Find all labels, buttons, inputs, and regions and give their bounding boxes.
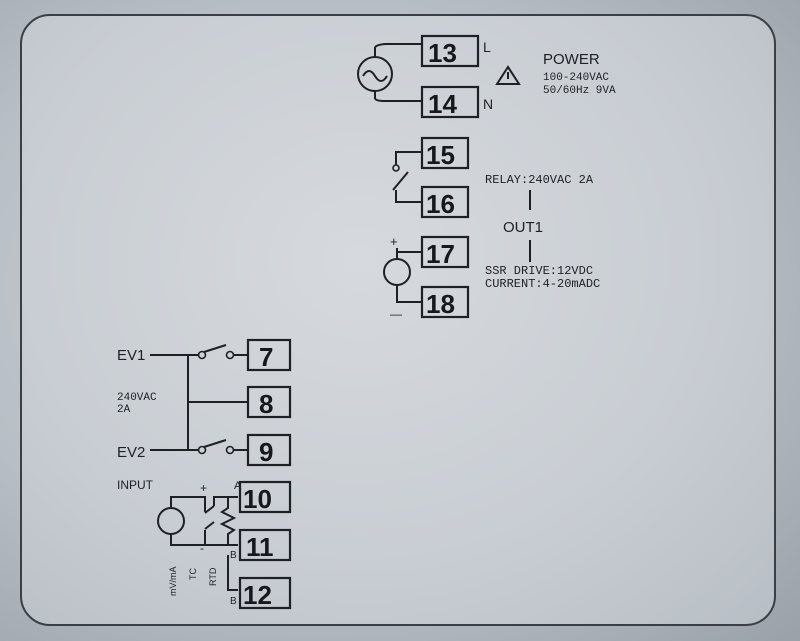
power-frequency: 50/60Hz 9VA [543,85,616,97]
power-n-label: N [483,96,493,112]
ssr-plus-sign: + [390,234,398,249]
ssr-minus-sign: — [390,307,402,321]
relay-contact-icon [392,164,400,172]
out1-section: 15 16 RELAY:240VAC 2A OUT1 17 18 + — SSR… [383,136,600,321]
input-source-icon [157,507,185,535]
wire-12 [227,555,238,591]
input-plus-sign: + [200,481,207,495]
power-voltage: 100-240VAC [543,72,609,84]
ev1-contact-icon [197,350,207,360]
event-rating-line1: 240VAC [117,392,157,404]
ssr-source-icon [383,258,411,286]
terminal-17-number: 17 [426,239,455,269]
terminal-a-label: A [234,480,242,492]
terminal-7-box [246,338,292,372]
relay-rating: RELAY:240VAC 2A [485,173,594,187]
relay-switch-icon [392,171,409,191]
input-type-rtd: RTD [208,567,218,586]
ev1-switch-icon [203,344,227,353]
terminal-7-number: 7 [259,342,273,372]
wire-15 [395,151,422,165]
terminal-panel [20,14,776,626]
wire-13 [374,43,422,57]
power-l-label: L [483,39,491,55]
ev2-label: EV2 [117,444,145,461]
terminal-8-number: 8 [259,389,273,419]
ev2-switch-icon [203,439,227,448]
terminal-8-box [246,385,292,419]
terminal-16-number: 16 [426,189,455,219]
terminal-10-box [238,480,292,514]
ev2-contact-icon [197,445,207,455]
terminal-18-number: 18 [426,289,455,319]
input-minus-sign: - [200,541,204,555]
wire-18 [396,285,422,303]
ssr-drive-rating: SSR DRIVE:12VDC [485,264,593,278]
out1-label: OUT1 [503,219,543,236]
terminal-b1-label: B [230,550,237,561]
terminal-13-box [420,34,480,68]
terminal-b2-label: B [230,596,237,607]
input-section: INPUT + - A B B 10 11 12 mV/mA TC RTD [117,478,292,610]
terminal-12-box [238,576,292,610]
input-type-mv-ma: mV/mA [168,566,178,596]
event-rating-line2: 2A [117,404,131,416]
terminal-9-box [246,433,292,467]
thermocouple-icon [204,505,215,514]
terminal-11-number: 11 [246,532,274,562]
terminal-14-number: 14 [428,89,457,119]
input-title: INPUT [117,478,154,492]
event-section: EV1 240VAC 2A EV2 7 8 9 [117,338,292,467]
terminal-13-number: 13 [428,38,457,68]
wire-16 [395,190,422,203]
ev1-label: EV1 [117,347,145,364]
rtd-resistor-icon [219,500,237,545]
warning-triangle-icon [495,65,521,85]
power-title: POWER [543,51,600,68]
sine-wave-icon [362,70,388,82]
wire-14 [374,91,422,102]
terminal-9-number: 9 [259,437,273,467]
power-section: 13 L 14 N POWER 100-240VAC 50/60Hz 9VA [357,34,616,119]
terminal-15-number: 15 [426,140,455,170]
terminal-12-number: 12 [243,580,272,610]
current-rating: CURRENT:4-20mADC [485,277,600,291]
ac-source-icon [357,56,393,92]
terminal-10-number: 10 [243,484,272,514]
input-type-tc: TC [188,568,198,580]
terminal-11-box [238,528,292,562]
